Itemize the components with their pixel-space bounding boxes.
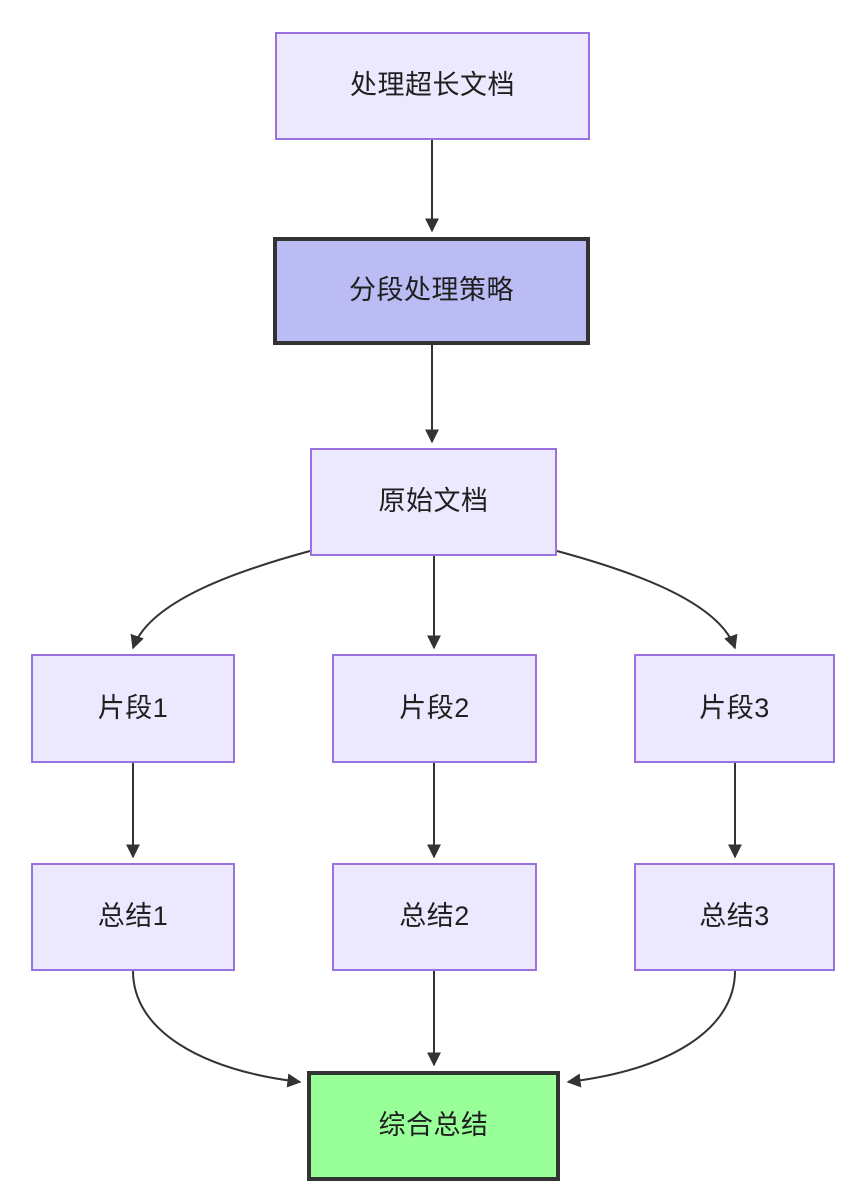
node-summary-2[interactable]: 总结2 xyxy=(332,863,537,971)
node-final-summary[interactable]: 综合总结 xyxy=(307,1071,560,1181)
node-source-document[interactable]: 原始文档 xyxy=(310,448,557,556)
node-chunk-2-label: 片段2 xyxy=(399,692,470,723)
node-summary-2-label: 总结2 xyxy=(399,901,470,932)
edge-summary3-to-final xyxy=(566,970,736,1088)
node-chunk-3-label: 片段3 xyxy=(699,692,770,723)
node-chunk-2[interactable]: 片段2 xyxy=(332,654,537,763)
node-summary-1-label: 总结1 xyxy=(97,901,169,932)
edge-summary1-to-final xyxy=(132,970,302,1088)
node-summary-1[interactable]: 总结1 xyxy=(31,863,235,971)
node-strategy[interactable]: 分段处理策略 xyxy=(273,237,590,345)
node-chunk-3[interactable]: 片段3 xyxy=(634,654,835,763)
node-root-label: 处理超长文档 xyxy=(350,70,515,101)
node-final-summary-label: 综合总结 xyxy=(378,1110,489,1141)
node-summary-3[interactable]: 总结3 xyxy=(634,863,835,971)
node-chunk-1-label: 片段1 xyxy=(97,692,169,723)
node-root[interactable]: 处理超长文档 xyxy=(275,32,590,140)
node-summary-3-label: 总结3 xyxy=(699,901,770,932)
edge-source-to-chunk1 xyxy=(130,550,311,650)
node-chunk-1[interactable]: 片段1 xyxy=(31,654,235,763)
node-source-document-label: 原始文档 xyxy=(378,486,489,517)
edge-source-to-chunk3 xyxy=(556,550,738,650)
node-strategy-label: 分段处理策略 xyxy=(349,275,514,306)
